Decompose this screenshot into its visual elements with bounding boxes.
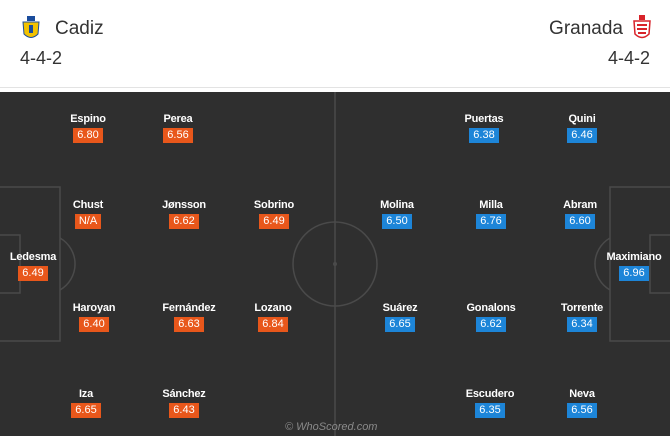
player-rating: 6.62	[169, 214, 199, 229]
player-name: Jønsson	[162, 199, 206, 211]
player-name: Haroyan	[72, 302, 116, 314]
player-haroyan[interactable]: Haroyan 6.40	[64, 302, 124, 332]
player-name: Chust	[72, 199, 104, 211]
player-rating: 6.40	[79, 317, 109, 332]
player-rating: 6.34	[567, 317, 597, 332]
player-rating: 6.56	[567, 403, 597, 418]
home-formation: 4-4-2	[20, 48, 63, 68]
player-quini[interactable]: Quini 6.46	[552, 113, 612, 143]
whoscored-watermark: © WhoScored.com	[285, 421, 378, 433]
player-rating: 6.62	[476, 317, 506, 332]
player-abram[interactable]: Abram 6.60	[550, 199, 610, 229]
player-rating: 6.38	[469, 128, 499, 143]
player-torrente[interactable]: Torrente 6.34	[552, 302, 612, 332]
player-espino[interactable]: Espino 6.80	[58, 113, 118, 143]
player-rating: 6.50	[382, 214, 412, 229]
player-name: Maximiano	[606, 251, 662, 263]
player-iza[interactable]: Iza 6.65	[56, 388, 116, 418]
player-name: Torrente	[560, 302, 604, 314]
home-team-name[interactable]: Cadiz	[55, 18, 104, 39]
cadiz-crest-icon	[22, 16, 40, 38]
player-perea[interactable]: Perea 6.56	[148, 113, 208, 143]
player-name: Suárez	[382, 302, 418, 314]
player-fernandez[interactable]: Fernández 6.63	[159, 302, 219, 332]
player-puertas[interactable]: Puertas 6.38	[454, 113, 514, 143]
player-rating: 6.76	[476, 214, 506, 229]
player-sanchez[interactable]: Sánchez 6.43	[154, 388, 214, 418]
player-maximiano[interactable]: Maximiano 6.96	[602, 251, 666, 281]
player-neva[interactable]: Neva 6.56	[552, 388, 612, 418]
player-milla[interactable]: Milla 6.76	[461, 199, 521, 229]
player-name: Abram	[563, 199, 597, 211]
player-rating: 6.96	[619, 266, 649, 281]
player-name: Fernández	[162, 302, 216, 314]
player-rating: 6.49	[18, 266, 48, 281]
player-rating: N/A	[74, 214, 102, 229]
player-name: Quini	[568, 113, 596, 125]
player-escudero[interactable]: Escudero 6.35	[460, 388, 520, 418]
player-name: Molina	[380, 199, 414, 211]
player-name: Iza	[78, 388, 94, 400]
player-rating: 6.56	[163, 128, 193, 143]
player-rating: 6.43	[169, 403, 199, 418]
player-rating: 6.80	[73, 128, 103, 143]
player-name: Gonalons	[466, 302, 516, 314]
player-rating: 6.65	[385, 317, 415, 332]
granada-crest-icon	[633, 15, 651, 39]
player-sobrino[interactable]: Sobrino 6.49	[244, 199, 304, 229]
player-name: Lozano	[254, 302, 292, 314]
player-name: Espino	[70, 113, 106, 125]
player-gonalons[interactable]: Gonalons 6.62	[461, 302, 521, 332]
player-rating: 6.35	[475, 403, 505, 418]
player-name: Ledesma	[9, 251, 57, 263]
player-lozano[interactable]: Lozano 6.84	[243, 302, 303, 332]
player-rating: 6.63	[174, 317, 204, 332]
player-rating: 6.60	[565, 214, 595, 229]
player-rating: 6.65	[71, 403, 101, 418]
away-formation: 4-4-2	[607, 48, 650, 68]
player-name: Escudero	[465, 388, 515, 400]
player-jonsson[interactable]: Jønsson 6.62	[154, 199, 214, 229]
player-rating: 6.46	[567, 128, 597, 143]
player-rating: 6.49	[259, 214, 289, 229]
player-chust[interactable]: Chust N/A	[58, 199, 118, 229]
player-name: Puertas	[464, 113, 504, 125]
player-name: Neva	[569, 388, 595, 400]
player-name: Sánchez	[162, 388, 206, 400]
pitch: Espino 6.80 Perea 6.56 Chust N/A Jønsson…	[0, 92, 670, 436]
match-header: Cadiz 4-4-2 Granada 4-4-2	[0, 0, 670, 88]
away-team-name[interactable]: Granada	[549, 18, 623, 39]
player-suarez[interactable]: Suárez 6.65	[370, 302, 430, 332]
player-ledesma[interactable]: Ledesma 6.49	[3, 251, 63, 281]
player-name: Sobrino	[253, 199, 295, 211]
player-rating: 6.84	[258, 317, 288, 332]
player-molina[interactable]: Molina 6.50	[367, 199, 427, 229]
player-name: Milla	[479, 199, 503, 211]
player-name: Perea	[163, 113, 193, 125]
pitch-markings	[0, 92, 670, 436]
